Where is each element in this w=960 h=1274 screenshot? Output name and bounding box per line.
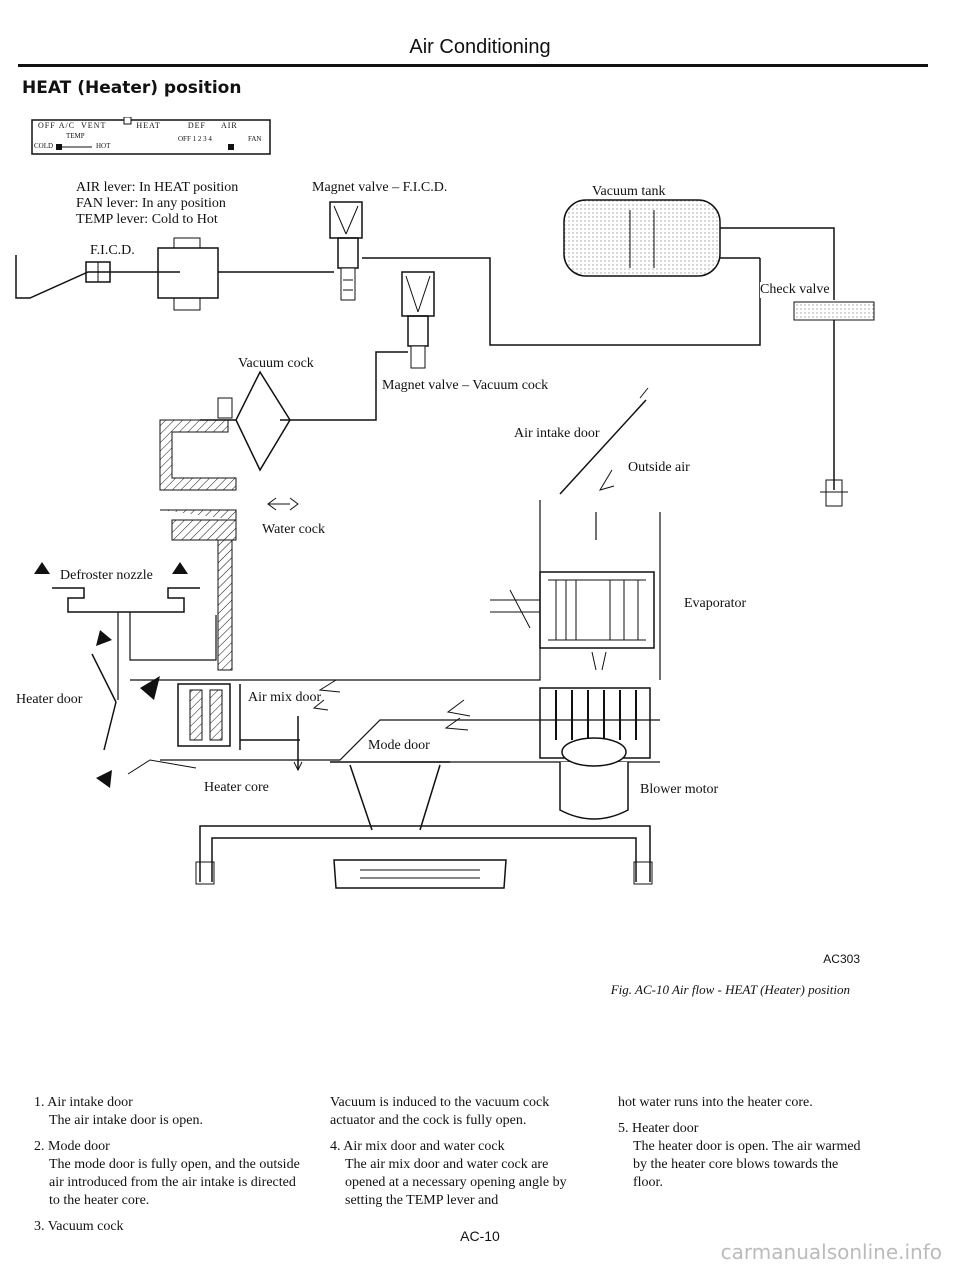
section-title: HEAT (Heater) position xyxy=(22,78,242,98)
label-vacuum-cock: Vacuum cock xyxy=(238,356,314,371)
label-ficd: F.I.C.D. xyxy=(90,243,135,258)
defroster-nozzle xyxy=(52,587,217,700)
page-header: Air Conditioning xyxy=(409,36,551,58)
heater-core xyxy=(177,683,241,750)
label-check-valve: Check valve xyxy=(760,282,830,298)
vacuum-tank xyxy=(563,199,835,300)
label-evaporator: Evaporator xyxy=(684,596,747,611)
control-panel-frame xyxy=(31,116,271,155)
defroster-arrows xyxy=(34,562,188,574)
control-panel: OFF A/C VENT HEAT DEF AIR TEMP COLD HOT … xyxy=(30,116,272,157)
label-magnet-ficd: Magnet valve – F.I.C.D. xyxy=(312,180,448,195)
header-rule xyxy=(18,64,928,67)
label-blower-motor: Blower motor xyxy=(640,782,719,797)
label-water-cock: Water cock xyxy=(262,522,325,537)
hot-label: HOT xyxy=(96,142,111,150)
magnet-valve-vacuum-cock xyxy=(280,271,435,421)
schematic-diagram xyxy=(15,199,875,889)
label-heater-core: Heater core xyxy=(204,780,269,795)
air-mix-door xyxy=(240,679,341,772)
text-column-3: hot water runs into the heater core. 5. … xyxy=(618,1094,868,1200)
temp-label: TEMP xyxy=(66,132,85,140)
label-defroster-nozzle: Defroster nozzle xyxy=(60,568,153,583)
check-valve xyxy=(793,301,875,507)
heater-door xyxy=(91,630,197,788)
air-intake-door xyxy=(559,387,649,495)
ficd-actuator xyxy=(15,237,334,311)
blower-motor xyxy=(539,687,651,820)
fan-steps: OFF 1 2 3 4 xyxy=(178,135,212,143)
label-air-mix-door: Air mix door xyxy=(248,690,322,705)
figure-caption: Fig. AC-10 Air flow - HEAT (Heater) posi… xyxy=(610,982,850,997)
paragraph: 3. Vacuum cock xyxy=(34,1219,124,1234)
watermark: carmanualsonline.info xyxy=(720,1240,942,1264)
text-column-2: Vacuum is induced to the vacuum cock act… xyxy=(330,1094,578,1218)
control-modes: OFF A/C VENT HEAT DEF AIR xyxy=(38,121,238,130)
mode-door xyxy=(330,699,471,831)
figure-code: AC303 xyxy=(823,952,860,966)
page-number: AC-10 xyxy=(460,1228,500,1244)
lever-fan: FAN lever: In any position xyxy=(76,196,226,211)
paragraph: Vacuum is induced to the vacuum cock act… xyxy=(330,1095,550,1128)
label-magnet-vacuum-cock: Magnet valve – Vacuum cock xyxy=(382,378,549,393)
label-mode-door: Mode door xyxy=(368,738,430,753)
label-outside-air: Outside air xyxy=(628,460,690,475)
cold-label: COLD xyxy=(34,142,54,150)
label-heater-door: Heater door xyxy=(16,692,83,707)
water-piping xyxy=(159,419,299,671)
lever-air: AIR lever: In HEAT position xyxy=(76,180,239,195)
magnet-valve-ficd xyxy=(329,201,761,346)
label-vacuum-tank: Vacuum tank xyxy=(592,184,666,199)
label-air-intake-door: Air intake door xyxy=(514,426,600,441)
lever-temp: TEMP lever: Cold to Hot xyxy=(76,212,218,227)
paragraph: hot water runs into the heater core. xyxy=(618,1095,813,1110)
fan-label: FAN xyxy=(248,135,262,143)
evaporator xyxy=(490,571,655,671)
floor-ducts xyxy=(195,825,653,889)
